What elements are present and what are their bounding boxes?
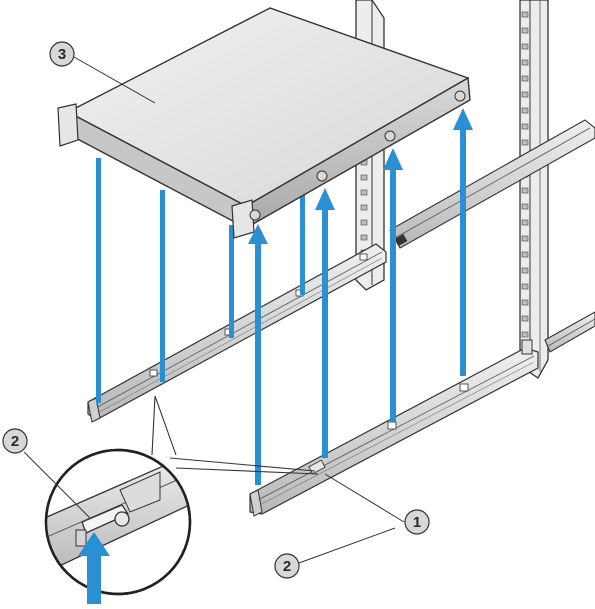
callout-2-lower: 2 — [274, 527, 396, 579]
callout-bubble-icon — [2, 428, 28, 454]
installation-arrow-icon — [248, 224, 268, 485]
installation-arrows-rear — [96, 158, 305, 403]
system-chassis — [57, 7, 471, 239]
installation-arrow-icon — [78, 532, 110, 604]
callout-2-label: 2 — [11, 433, 19, 450]
installation-arrow-icon — [383, 148, 403, 422]
latch-detail-magnifier — [44, 395, 319, 604]
callout-1-label: 1 — [413, 514, 421, 531]
slide-rail-left — [87, 243, 387, 423]
callout-2-upper: 2 — [2, 428, 91, 519]
callout-2-label: 2 — [283, 558, 291, 575]
callout-bubble-icon — [404, 509, 430, 535]
installation-arrow-icon — [315, 188, 335, 458]
slide-rail-front — [249, 339, 539, 517]
callout-bubble-icon — [49, 41, 75, 67]
right-rail-upper — [389, 119, 595, 249]
callout-3: 3 — [49, 41, 156, 104]
callout-3-label: 3 — [58, 46, 66, 63]
installation-arrows-front — [248, 108, 473, 485]
installation-arrow-icon — [453, 108, 473, 376]
right-rail-lower — [544, 311, 595, 353]
rack-post-front — [519, 0, 549, 379]
callout-bubble-icon — [274, 553, 300, 579]
callout-1: 1 — [324, 473, 430, 535]
